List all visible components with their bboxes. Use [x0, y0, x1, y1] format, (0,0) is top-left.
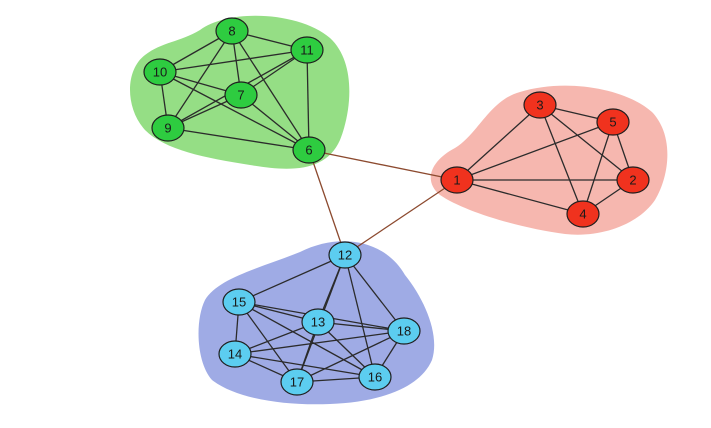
edge-10-11 [159, 49, 308, 73]
node-6[interactable]: 6 [292, 136, 326, 164]
node-4[interactable]: 4 [566, 200, 600, 228]
edge-1-4 [456, 179, 584, 215]
node-3[interactable]: 3 [523, 91, 557, 119]
edge-5-4 [582, 121, 614, 215]
edge-8-9 [167, 30, 233, 129]
node-label: 10 [153, 65, 167, 80]
edge-10-6 [159, 71, 310, 151]
edge-5-1 [456, 121, 614, 181]
node-16[interactable]: 16 [358, 363, 392, 391]
node-14[interactable]: 14 [218, 340, 252, 368]
node-12[interactable]: 12 [328, 241, 362, 269]
node-17[interactable]: 17 [280, 368, 314, 396]
edge-15-17 [238, 301, 298, 383]
node-label: 4 [579, 207, 586, 222]
node-label: 1 [453, 173, 460, 188]
edge-3-4 [539, 104, 584, 215]
node-label: 5 [609, 115, 616, 130]
node-label: 18 [397, 324, 411, 339]
edge-12-18 [344, 254, 405, 332]
node-label: 8 [228, 24, 235, 39]
node-label: 13 [311, 315, 325, 330]
node-label: 14 [228, 347, 242, 362]
node-1[interactable]: 1 [440, 166, 474, 194]
node-label: 6 [305, 143, 312, 158]
edge-8-6 [231, 30, 310, 151]
node-label: 16 [368, 370, 382, 385]
node-label: 7 [237, 88, 244, 103]
node-15[interactable]: 15 [222, 288, 256, 316]
edge-12-1 [344, 179, 458, 256]
node-18[interactable]: 18 [387, 317, 421, 345]
node-label: 2 [629, 173, 636, 188]
node-10[interactable]: 10 [143, 58, 177, 86]
edge-3-1 [456, 104, 541, 181]
node-11[interactable]: 11 [290, 36, 324, 64]
node-8[interactable]: 8 [215, 17, 249, 45]
edge-12-15 [238, 254, 346, 303]
node-label: 11 [300, 43, 314, 58]
edge-14-18 [234, 330, 405, 355]
edge-11-6 [306, 49, 310, 151]
nodes: 8 10 11 7 9 6 3 5 1 2 4 12 15 13 18 14 1… [143, 17, 650, 396]
bridge-edges [308, 149, 458, 256]
edge-9-6 [167, 127, 310, 151]
node-label: 17 [290, 375, 304, 390]
edge-3-2 [539, 104, 634, 181]
edge-15-16 [238, 301, 376, 378]
edge-17-18 [296, 330, 405, 383]
node-label: 9 [164, 121, 171, 136]
edge-14-16 [234, 353, 376, 378]
node-label: 12 [338, 248, 352, 263]
node-7[interactable]: 7 [224, 81, 258, 109]
node-9[interactable]: 9 [151, 114, 185, 142]
edge-6-1 [308, 149, 458, 181]
edge-12-16 [344, 254, 376, 378]
node-5[interactable]: 5 [596, 108, 630, 136]
edge-12-6 [308, 149, 346, 256]
node-13[interactable]: 13 [301, 308, 335, 336]
node-label: 15 [232, 295, 246, 310]
node-label: 3 [536, 98, 543, 113]
node-2[interactable]: 2 [616, 166, 650, 194]
